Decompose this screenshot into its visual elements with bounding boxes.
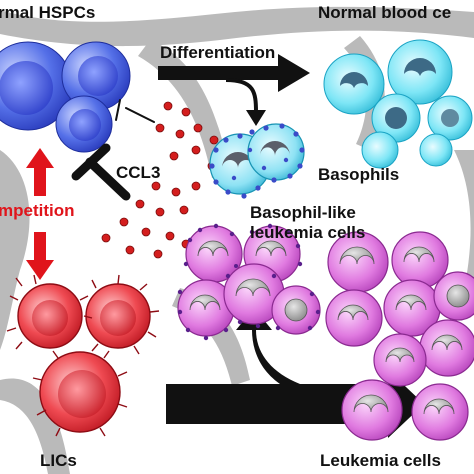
label-normal-hspcs: rmal HSPCs [0, 3, 96, 22]
basophil-branch-arrow [225, 78, 266, 126]
blood-cell [419, 133, 453, 167]
basophil-cell [247, 123, 305, 181]
blood-cell [371, 93, 421, 143]
lic-cell [17, 283, 83, 349]
label-leukemia-cells: Leukemia cells [320, 451, 441, 470]
lic-cell [39, 351, 121, 433]
lic-cells [6, 274, 160, 437]
label-ccl3: CCL3 [116, 163, 161, 182]
leukemia-cell [419, 319, 474, 377]
label-basophils: Basophils [318, 165, 400, 184]
basophil-cells [209, 123, 305, 199]
label-basophil-like: Basophil-like [250, 203, 356, 222]
leukemia-cell [433, 271, 474, 321]
hspc-cell [55, 95, 113, 153]
baso-like-cell [271, 285, 321, 335]
lic-cilia [6, 274, 160, 437]
inhibition-thick [71, 143, 131, 201]
leukemia-cell [411, 383, 469, 441]
basophil-like-leukemia-cells [177, 223, 321, 341]
normal-hspc-cells [0, 41, 131, 153]
normal-blood-cells [323, 39, 473, 169]
baso-like-granules [177, 223, 321, 341]
label-lics: LICs [40, 451, 77, 470]
blood-cell [323, 53, 385, 115]
lic-cell [85, 283, 151, 349]
inhibition-thin [115, 99, 155, 123]
leukemia-cell [373, 333, 427, 387]
label-leukemia-cells-line2: leukemia cells [250, 223, 366, 242]
baso-like-cell [223, 263, 285, 325]
blood-cell [361, 131, 399, 169]
leukemia-cell [325, 289, 383, 347]
hspc-cell [0, 41, 73, 131]
leukemia-cell [391, 231, 449, 289]
competition-arrows [26, 148, 54, 280]
basophil-granules [209, 123, 305, 199]
blood-cell [387, 39, 453, 105]
differentiation-arrow [158, 54, 310, 92]
leukemia-cells [325, 231, 474, 441]
blood-cell [427, 95, 473, 141]
leukemia-cell [383, 279, 441, 337]
label-normal-blood-cells: Normal blood ce [318, 3, 452, 22]
label-differentiation: Differentiation [160, 43, 276, 62]
label-competition: mpetition [0, 201, 75, 220]
leukemia-cell [341, 379, 403, 441]
